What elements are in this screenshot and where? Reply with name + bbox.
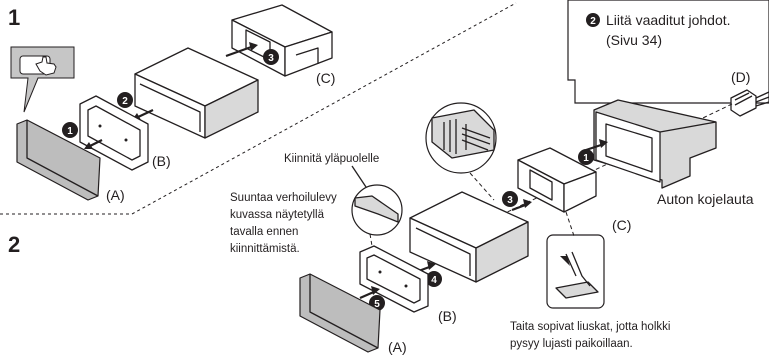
label-a-step1: (A) xyxy=(106,187,125,203)
connect-wires-text: Liitä vaaditut johdot. xyxy=(606,12,731,28)
step2-number: 2 xyxy=(8,232,20,257)
svg-text:2: 2 xyxy=(590,16,596,27)
svg-text:3: 3 xyxy=(507,195,513,206)
label-c-step1: (C) xyxy=(316,70,335,86)
attach-top-note: Kiinnitä yläpuolelle xyxy=(284,153,379,165)
label-a-step2: (A) xyxy=(388,339,407,355)
step-badge-3a: 3 xyxy=(263,49,279,65)
bend-tabs-note-line1: Taita sopivat liuskat, jotta holkki xyxy=(510,321,670,333)
step-badge-1b: 1 xyxy=(578,149,594,165)
unit-step1 xyxy=(134,47,259,139)
sleeve-c-step1 xyxy=(231,4,333,77)
unit-step2 xyxy=(409,191,529,283)
svg-text:2: 2 xyxy=(122,96,128,107)
tab-bend-detail xyxy=(546,234,605,309)
step-badge-1a: 1 xyxy=(62,122,78,138)
section-divider xyxy=(0,2,517,215)
connect-wires-page-ref: (Sivu 34) xyxy=(606,32,662,48)
wire-detail-circle xyxy=(425,102,497,174)
orient-note-line3: tavalla ennen xyxy=(230,226,298,238)
wire-connector-icon xyxy=(730,89,769,117)
svg-text:1: 1 xyxy=(583,153,589,164)
trim-frame-b-step1 xyxy=(79,95,149,171)
label-b-step1: (B) xyxy=(152,153,171,169)
step1-number: 1 xyxy=(8,5,20,30)
car-dashboard xyxy=(593,99,717,189)
trim-frame-b-step2 xyxy=(359,245,429,313)
dashboard-label: Auton kojelauta xyxy=(657,191,754,207)
faceplate-a-step1 xyxy=(16,119,101,201)
label-d: (D) xyxy=(731,69,750,85)
hand-press-icon xyxy=(10,46,75,113)
step-badge-4: 4 xyxy=(426,271,442,287)
step-badge-2b: 2 xyxy=(586,13,600,27)
sleeve-c-step2 xyxy=(517,147,597,213)
svg-text:5: 5 xyxy=(374,299,380,310)
orient-note-line2: kuvassa näytetyllä xyxy=(230,209,325,221)
trim-orientation-circle xyxy=(351,184,403,236)
orient-note-line4: kiinnittämistä. xyxy=(230,243,300,255)
bend-tabs-note-line2: pysyy lujasti paikoillaan. xyxy=(510,338,633,350)
label-b-step2: (B) xyxy=(438,308,457,324)
step-badge-2a: 2 xyxy=(117,92,133,108)
connect-wires-callout xyxy=(567,0,769,104)
step-badge-3b: 3 xyxy=(502,191,518,207)
svg-text:3: 3 xyxy=(268,53,274,64)
orient-note-line1: Suuntaa verhoilulevy xyxy=(230,192,337,204)
svg-text:4: 4 xyxy=(431,275,437,286)
faceplate-a-step2 xyxy=(299,273,381,353)
label-c-step2: (C) xyxy=(612,217,631,233)
svg-text:1: 1 xyxy=(67,126,73,137)
